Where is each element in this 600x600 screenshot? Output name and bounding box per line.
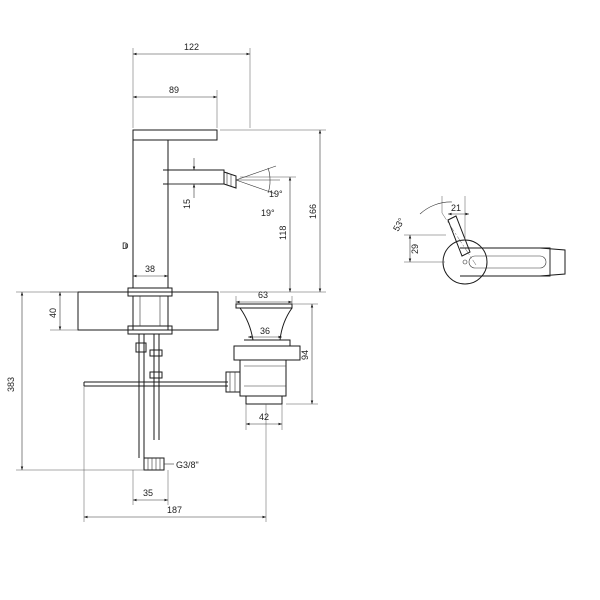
deck-section [77, 287, 219, 335]
dim-total-depth: 383 [6, 377, 16, 392]
dim-spray-angle-down: 19° [261, 208, 275, 218]
dim-spray-angle-up: 19° [269, 189, 283, 199]
dim-connection: G3/8" [176, 460, 199, 470]
dim-hose-spacing: 35 [143, 488, 153, 498]
dim-spout-reach: 89 [169, 85, 179, 95]
mark-d: D [122, 241, 129, 251]
dim-rod-length: 187 [167, 505, 182, 515]
dim-nozzle-offset: 15 [182, 199, 192, 209]
dim-lever-offset: 21 [451, 203, 461, 213]
dim-lever-angle: 53° [391, 216, 407, 233]
dimensions [16, 48, 469, 522]
dim-body-width: 38 [145, 264, 155, 274]
waste-valve [225, 303, 301, 405]
dim-waste-outlet: 42 [259, 412, 269, 422]
lever-top-view [441, 212, 566, 285]
dim-spout-height: 118 [278, 226, 288, 240]
hoses-and-rod [83, 334, 228, 471]
dim-lever-height: 29 [410, 244, 420, 254]
dim-deck-thickness: 40 [48, 308, 58, 318]
dim-waste-height: 94 [300, 350, 310, 360]
dimension-labels: 122 89 166 118 19° 19° 15 38 40 383 35 G… [6, 42, 461, 515]
dim-waste-flange: 63 [258, 290, 268, 300]
dim-overall-width: 122 [184, 42, 199, 52]
dim-total-height: 166 [308, 204, 318, 219]
faucet-side-view: D [122, 129, 237, 288]
dim-waste-inner: 36 [260, 326, 270, 336]
